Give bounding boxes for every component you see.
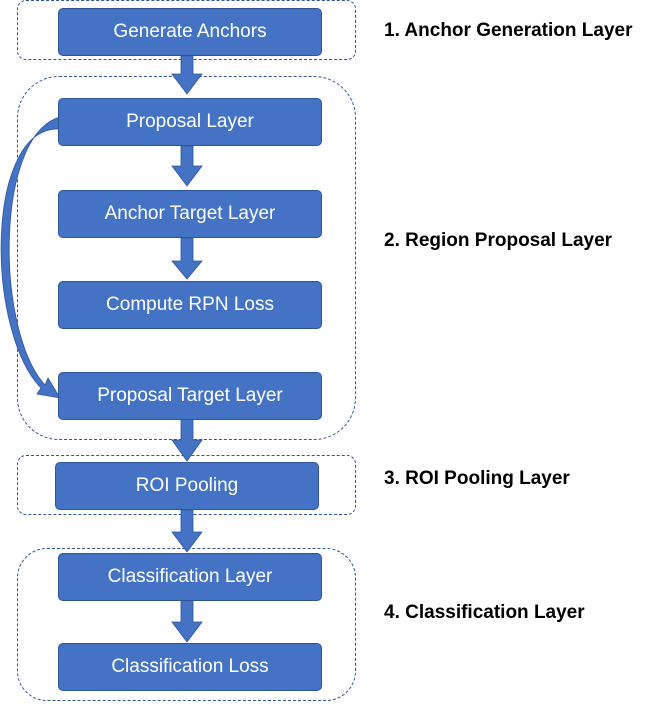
label-classification-layer: 4. Classification Layer — [384, 602, 585, 623]
arrow-down-6 — [171, 598, 203, 643]
node-compute-rpn-loss: Compute RPN Loss — [58, 281, 322, 329]
arrow-down-4 — [171, 418, 203, 462]
node-proposal-target-layer: Proposal Target Layer — [58, 372, 322, 420]
label-anchor-generation-layer: 1. Anchor Generation Layer — [384, 20, 633, 41]
node-roi-pooling: ROI Pooling — [55, 462, 319, 510]
node-classification-loss: Classification Loss — [58, 643, 322, 691]
node-classification-layer: Classification Layer — [58, 553, 322, 601]
node-generate-anchors: Generate Anchors — [58, 8, 322, 56]
arrow-down-5 — [171, 509, 203, 553]
arrow-down-1 — [171, 55, 203, 95]
arrow-down-3 — [171, 237, 203, 280]
arrow-down-2 — [171, 145, 203, 187]
label-roi-pooling-layer: 3. ROI Pooling Layer — [384, 468, 570, 489]
curved-arrow-skip — [0, 116, 61, 399]
node-anchor-target-layer: Anchor Target Layer — [58, 190, 322, 238]
node-proposal-layer: Proposal Layer — [58, 98, 322, 146]
label-region-proposal-layer: 2. Region Proposal Layer — [384, 230, 613, 251]
